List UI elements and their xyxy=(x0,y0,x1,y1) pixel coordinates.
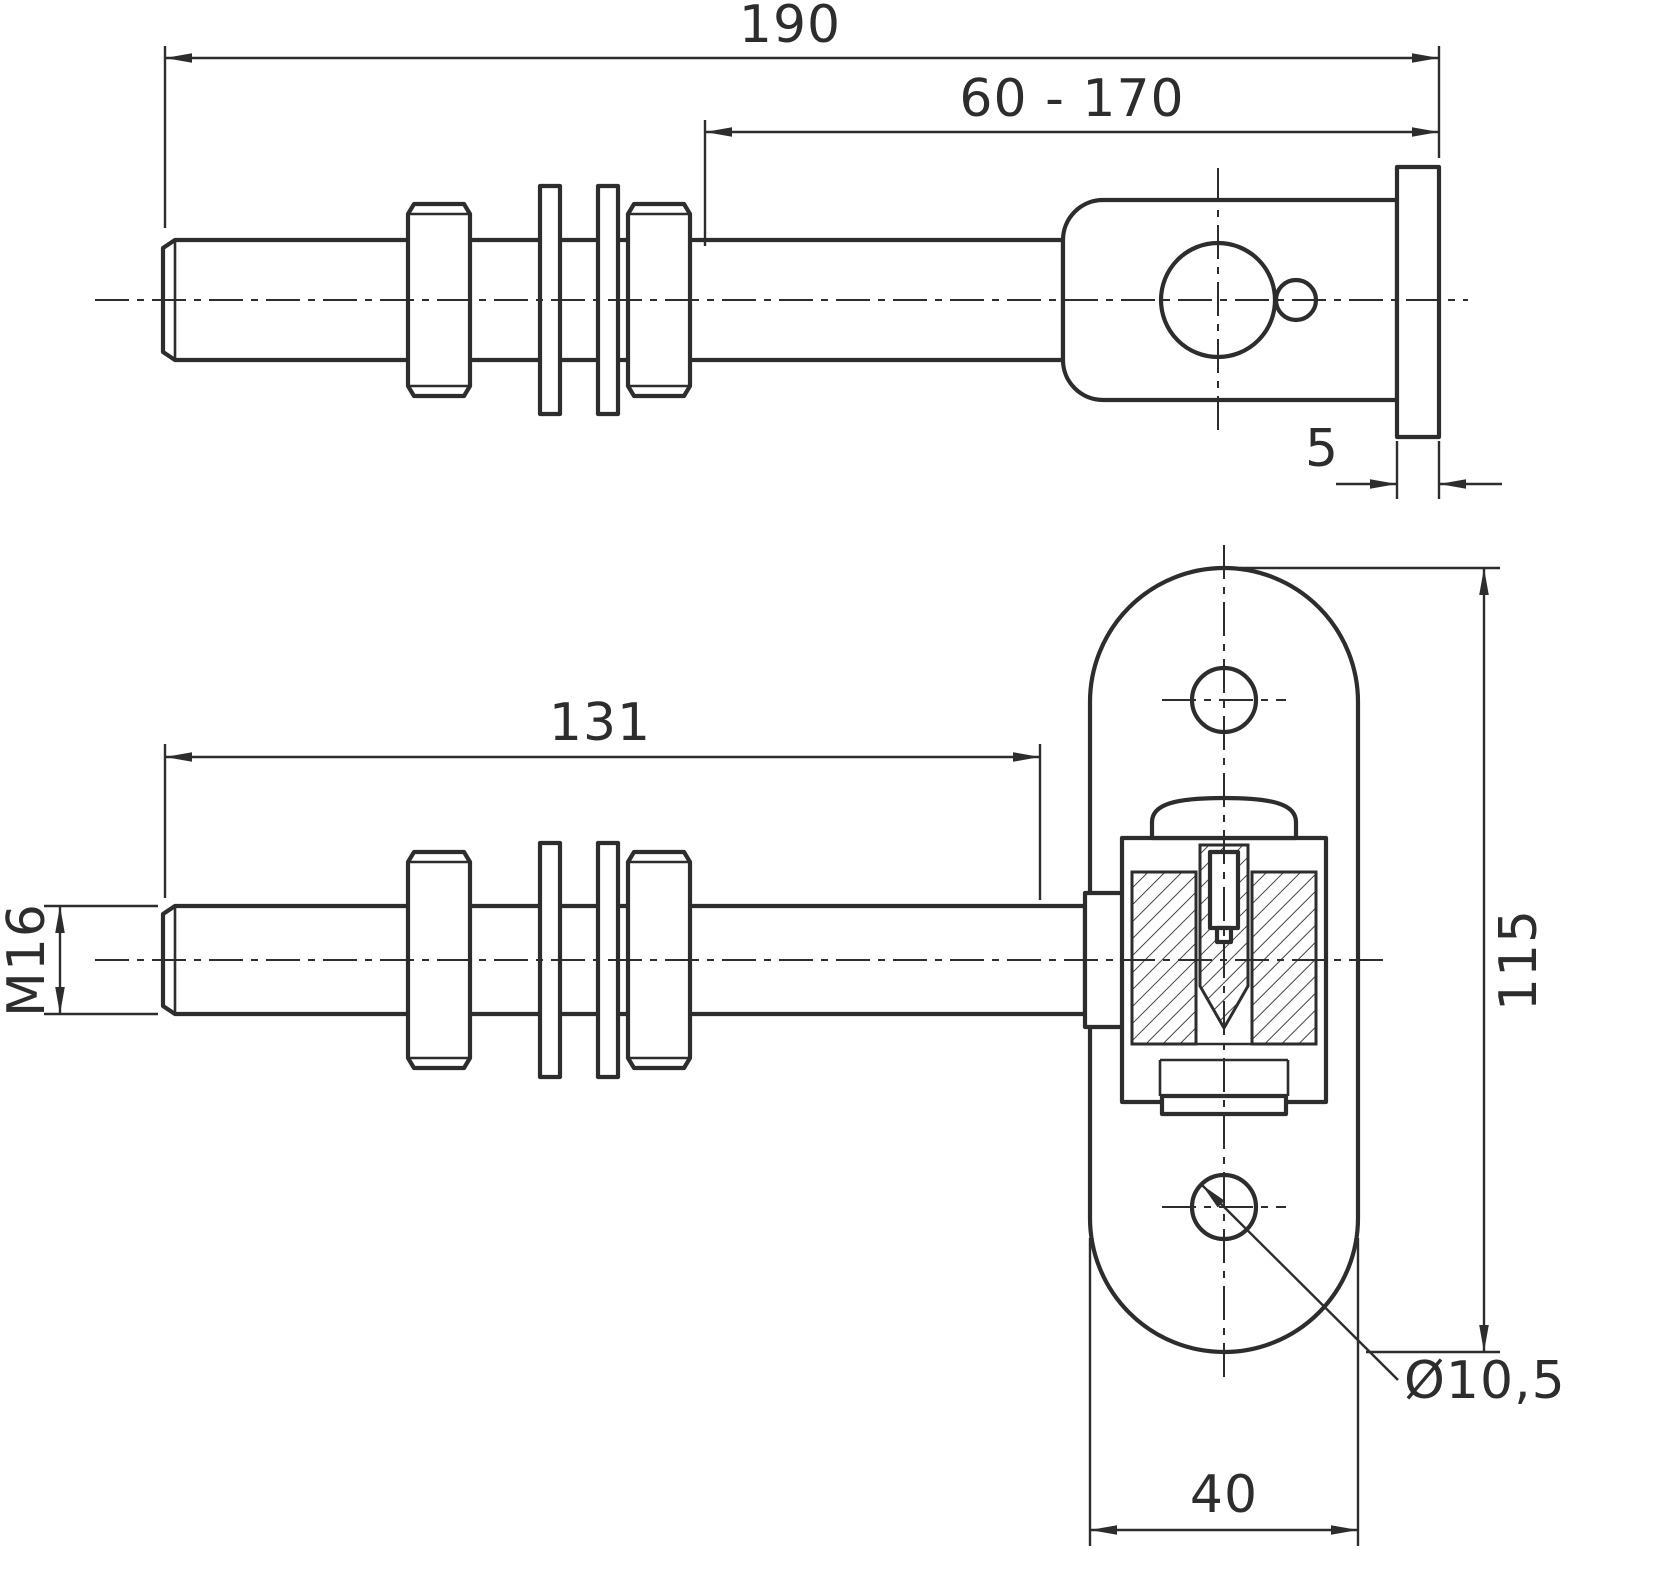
hex-nut-2-front xyxy=(625,849,693,1071)
dim-label-overall-length: 190 xyxy=(739,0,841,55)
dimension-overall-length: 190 xyxy=(163,0,1441,228)
hinge-body-side xyxy=(1060,197,1400,403)
dim-label-plate-width: 40 xyxy=(1190,1465,1258,1525)
leader-line-hole-diameter xyxy=(1201,1184,1399,1381)
bushing-right xyxy=(1250,870,1318,1046)
dim-label-adjust-range: 60 - 170 xyxy=(959,69,1184,129)
dimension-plate-thickness: 5 xyxy=(1305,419,1502,499)
side-view: 190 60 - 170 5 xyxy=(95,0,1502,499)
dimension-rod-length: 131 xyxy=(163,693,1042,900)
dim-label-plate-height: 115 xyxy=(1489,909,1549,1011)
dim-label-thread-size: M16 xyxy=(0,903,57,1017)
dimension-thread-size: M16 xyxy=(0,903,158,1017)
wall-plate-side xyxy=(1394,164,1442,440)
dim-label-rod-length: 131 xyxy=(549,693,651,753)
dim-label-hole-diameter: Ø10,5 xyxy=(1404,1351,1566,1411)
dimension-hole-diameter: Ø10,5 xyxy=(1201,1184,1566,1411)
dim-label-plate-thickness: 5 xyxy=(1305,419,1339,479)
bushing-left xyxy=(1130,870,1198,1046)
front-view: 131 M16 115 Ø10,5 40 xyxy=(0,545,1566,1546)
dimension-plate-width: 40 xyxy=(1088,1238,1360,1546)
hex-nut-2-side xyxy=(625,201,693,399)
dimension-plate-height: 115 xyxy=(1240,566,1549,1354)
dimension-adjust-range: 60 - 170 xyxy=(703,69,1439,246)
